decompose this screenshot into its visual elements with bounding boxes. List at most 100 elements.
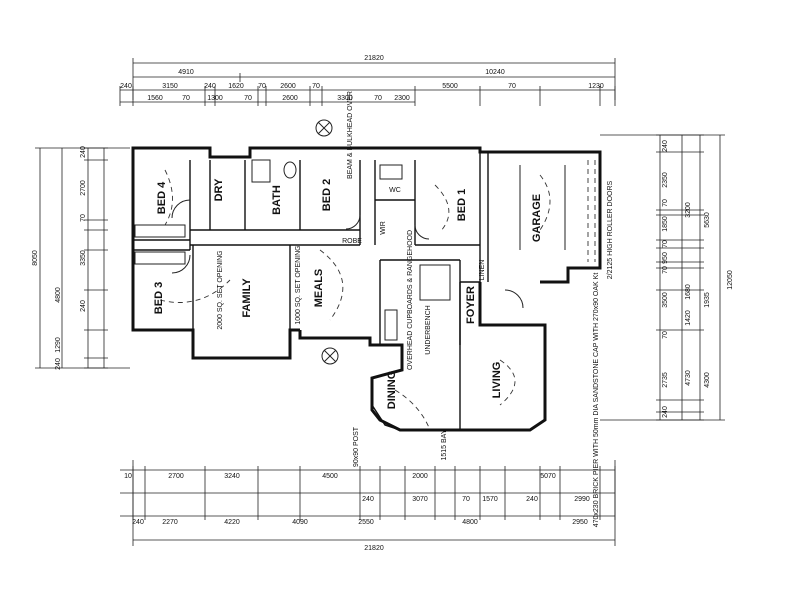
interior-walls <box>133 152 489 430</box>
note-bay: 1515 BAY <box>441 429 448 460</box>
dim-top-r1-0: 4910 <box>178 69 194 76</box>
dim-top-r2-2: 240 <box>204 83 216 90</box>
room-label-bath: BATH <box>271 185 283 215</box>
room-label-meals: MEALS <box>313 269 325 308</box>
robe-bed3 <box>134 251 186 265</box>
dim-bot-r2-3: 1570 <box>482 496 498 503</box>
kitchen-bench <box>419 264 451 301</box>
dim-bot-r1-3: 4500 <box>322 473 338 480</box>
dim-bot-r2-1: 3070 <box>412 496 428 503</box>
dim-right-c2-1: 5630 <box>704 212 711 228</box>
room-label-bed3: BED 3 <box>153 282 165 314</box>
dim-right-c3-0: 4300 <box>704 372 711 388</box>
dim-left-1: 2700 <box>80 180 87 196</box>
room-label-dining: DINING <box>386 371 398 410</box>
dim-top-r2-8: 70 <box>508 83 516 90</box>
dim-right-c2-0: 3200 <box>685 202 692 218</box>
dim-bot-r3-0: 240 <box>132 519 144 526</box>
note-cupboards: OVERHEAD CUPBOARDS & RANGEHOOD <box>407 230 414 370</box>
room-label-dry: DRY <box>213 178 225 201</box>
dim-left-0: 240 <box>80 146 87 158</box>
dim-bot-r1-1: 2700 <box>168 473 184 480</box>
dim-top-r2-4: 70 <box>258 83 266 90</box>
dim-right-c1-0: 240 <box>662 140 669 152</box>
note-bay-pier: 470x230 BRICK PIER WITH 50mm DIA SANDSTO… <box>593 273 600 528</box>
dim-top-r2-7: 5500 <box>442 83 458 90</box>
left-dimensions: 8050 240 2700 70 3350 240 4800 1290 240 <box>32 146 130 370</box>
dim-top-r2-6: 70 <box>312 83 320 90</box>
room-label-bed2: BED 2 <box>321 179 333 211</box>
sink-fixture <box>384 309 398 341</box>
dim-top-r3-2: 1300 <box>207 95 223 102</box>
room-label-robe: ROBE <box>342 238 362 245</box>
dim-top-r3-5: 3300 <box>337 95 353 102</box>
note-roller-doors: 2/2125 HIGH ROLLER DOORS <box>607 180 614 279</box>
dim-bot-r1-5: 5070 <box>540 473 556 480</box>
dim-right-c1-1: 2350 <box>662 172 669 188</box>
dim-top-r3-3: 70 <box>244 95 252 102</box>
room-label-wc: WC <box>389 187 401 194</box>
dim-left-6: 1290 <box>55 337 62 353</box>
dim-left-2: 70 <box>80 214 87 222</box>
room-labels: BED 4 DRY BATH BED 2 BED 1 GARAGE BED 3 … <box>153 178 543 409</box>
dim-bot-r3-5: 4800 <box>462 519 478 526</box>
dim-right-c1-8: 70 <box>662 331 669 339</box>
room-label-living: LIVING <box>491 362 503 399</box>
dim-bot-r2-4: 240 <box>526 496 538 503</box>
dim-top-r2-9: 1230 <box>588 83 604 90</box>
dim-right-c2-2: 1680 <box>685 284 692 300</box>
electrical-wiring <box>159 169 551 431</box>
bathtub-fixture <box>251 159 271 183</box>
dim-top-r2-1: 3150 <box>162 83 178 90</box>
dim-top-r2-0: 240 <box>120 83 132 90</box>
dim-right-c1-7: 3500 <box>662 292 669 308</box>
dim-top-r3-0: 1560 <box>147 95 163 102</box>
dim-top-r3-6: 70 <box>374 95 382 102</box>
toilet-fixture <box>283 161 297 179</box>
room-label-foyer: FOYER <box>465 286 477 324</box>
door-swings <box>171 199 524 309</box>
exterior-walls <box>131 146 602 432</box>
dim-bot-r3-3: 4090 <box>292 519 308 526</box>
light-icon <box>321 347 339 365</box>
door-bed2 <box>345 214 361 230</box>
light-symbols <box>315 119 339 365</box>
dim-right-c1-4: 70 <box>662 240 669 248</box>
robe-bed4 <box>134 224 186 238</box>
dim-bot-r3-2: 4220 <box>224 519 240 526</box>
dim-bot-r2-0: 240 <box>362 496 374 503</box>
room-label-bed4: BED 4 <box>156 181 168 214</box>
dim-bot-r2-2: 70 <box>462 496 470 503</box>
note-opening-meals: 1000 SQ. SET OPENING <box>295 245 302 324</box>
dim-top-r3-4: 2600 <box>282 95 298 102</box>
dim-top-overall: 21820 <box>364 55 384 62</box>
dim-left-4: 240 <box>80 300 87 312</box>
dim-right-c1-6: 70 <box>662 266 669 274</box>
top-dimensions: 21820 4910 10240 240 3150 240 1620 70 26… <box>119 55 616 106</box>
dim-right-c1-9: 240 <box>662 406 669 418</box>
room-label-family: FAMILY <box>241 278 253 318</box>
room-label-garage: GARAGE <box>531 194 543 242</box>
dim-right-c2-4: 1935 <box>704 292 711 308</box>
dim-bot-r3-6: 2950 <box>572 519 588 526</box>
note-opening-family: 2000 SQ. SET OPENING <box>217 250 224 329</box>
bottom-dimensions: 10 2700 3240 4500 2000 5070 240 3070 70 … <box>120 460 616 552</box>
dim-top-r2-5: 2600 <box>280 83 296 90</box>
note-underbench: UNDERBENCH <box>425 305 432 354</box>
dim-bot-r2-5: 2990 <box>574 496 590 503</box>
dim-bot-r3-1: 2270 <box>162 519 178 526</box>
right-dimensions: 12050 240 2350 70 1850 70 950 70 3500 70… <box>600 134 734 421</box>
light-icon <box>315 119 333 137</box>
dim-right-c2-3: 1420 <box>685 310 692 326</box>
dim-top-r2-3: 1620 <box>228 83 244 90</box>
dim-left-7: 240 <box>55 358 62 370</box>
dim-left-overall: 8050 <box>32 250 39 266</box>
note-post: 90x90 POST <box>353 426 360 467</box>
dim-top-r1-1: 10240 <box>485 69 505 76</box>
door-bed4 <box>171 199 191 219</box>
dim-bot-r3-4: 2550 <box>358 519 374 526</box>
room-label-bed1: BED 1 <box>456 189 468 221</box>
dim-right-c1-3: 1850 <box>662 216 669 232</box>
dim-bot-overall: 21820 <box>364 545 384 552</box>
